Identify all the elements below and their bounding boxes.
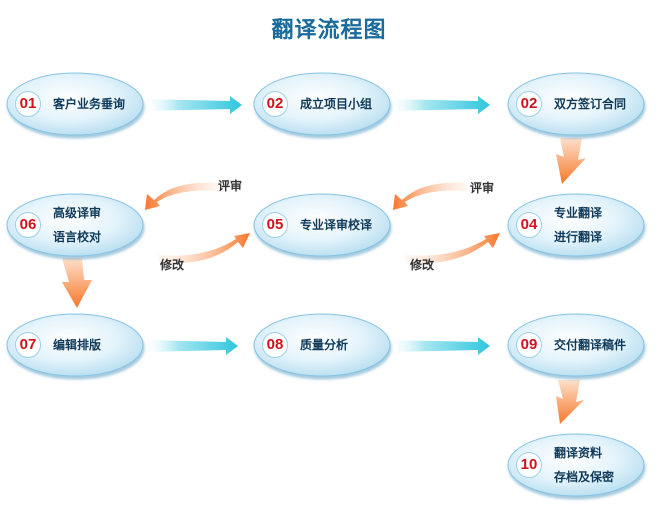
step-label-line: 专业翻译	[554, 206, 603, 220]
step-label: 专业翻译 进行翻译	[554, 193, 602, 257]
step-number: 04	[516, 212, 542, 238]
arrow-08-to-09	[390, 337, 490, 355]
node-shape-04	[507, 193, 645, 257]
node-shape-06	[6, 193, 144, 257]
step-label-line: 编辑排版	[53, 338, 102, 352]
step-02-form-team: 02 成立项目小组	[254, 72, 392, 136]
arrow-09-to-10	[556, 380, 584, 424]
step-label-line: 成立项目小组	[300, 97, 373, 111]
step-number: 01	[15, 91, 41, 117]
node-shape-08	[253, 313, 391, 377]
step-label: 高级译审 语言校对	[53, 193, 101, 257]
step-label-line: 翻译资料	[554, 446, 603, 460]
step-label: 交付翻译稿件	[554, 313, 626, 377]
annotation-revise-left: 修改	[160, 258, 185, 272]
node-shape-09	[507, 313, 645, 377]
step-label-line: 交付翻译稿件	[554, 338, 627, 352]
node-shape-02	[253, 72, 391, 136]
step-label: 质量分析	[300, 313, 348, 377]
step-label-line: 语言校对	[53, 230, 102, 244]
arrow-07-to-08	[145, 337, 238, 355]
arrow-02-to-03	[390, 96, 490, 114]
diagram-title: 翻译流程图	[271, 18, 387, 43]
step-number: 10	[516, 452, 542, 478]
arrow-03-to-04	[556, 138, 586, 184]
step-number: 02	[262, 91, 288, 117]
arrow-review-04-to-05	[393, 182, 468, 210]
arrow-01-to-02	[145, 96, 242, 114]
step-label: 翻译资料 存档及保密	[554, 433, 614, 497]
arrow-review-05-to-06	[145, 182, 220, 210]
step-label-line: 进行翻译	[554, 230, 603, 244]
step-09-delivery: 09 交付翻译稿件	[508, 313, 646, 377]
node-shape-10	[507, 433, 645, 497]
arrow-06-to-07	[62, 258, 92, 308]
step-label: 编辑排版	[53, 313, 101, 377]
step-06-senior-review: 06 高级译审 语言校对	[7, 193, 145, 257]
node-shape-01	[6, 72, 144, 136]
step-number: 07	[15, 332, 41, 358]
node-shape-03	[507, 72, 645, 136]
annotation-revise-right: 修改	[410, 258, 435, 272]
step-01-customer-inquiry: 01 客户业务垂询	[7, 72, 145, 136]
step-label-line: 客户业务垂询	[53, 97, 126, 111]
arrow-revise-06-to-05	[158, 233, 250, 264]
step-label: 客户业务垂询	[53, 72, 125, 136]
step-08-quality-analysis: 08 质量分析	[254, 313, 392, 377]
step-05-proofreading: 05 专业译审校译	[254, 193, 392, 257]
step-label-line: 高级译审	[53, 206, 102, 220]
step-label-line: 质量分析	[300, 338, 349, 352]
step-number: 06	[15, 212, 41, 238]
annotation-review-left: 评审	[218, 179, 243, 193]
step-label-line: 专业译审校译	[300, 218, 373, 232]
step-label-line: 存档及保密	[554, 470, 615, 484]
node-shape-05	[253, 193, 391, 257]
step-10-archive: 10 翻译资料 存档及保密	[508, 433, 646, 497]
node-shape-07	[6, 313, 144, 377]
step-04-translation: 04 专业翻译 进行翻译	[508, 193, 646, 257]
step-label: 双方签订合同	[554, 72, 626, 136]
step-label: 成立项目小组	[300, 72, 372, 136]
step-number: 08	[262, 332, 288, 358]
step-label-line: 双方签订合同	[554, 97, 627, 111]
step-number: 09	[516, 332, 542, 358]
annotation-review-right: 评审	[470, 181, 495, 195]
step-label: 专业译审校译	[300, 193, 372, 257]
arrow-revise-05-to-04	[405, 233, 500, 264]
step-03-sign-contract: 02 双方签订合同	[508, 72, 646, 136]
step-number: 02	[516, 91, 542, 117]
step-07-typesetting: 07 编辑排版	[7, 313, 145, 377]
step-number: 05	[262, 212, 288, 238]
